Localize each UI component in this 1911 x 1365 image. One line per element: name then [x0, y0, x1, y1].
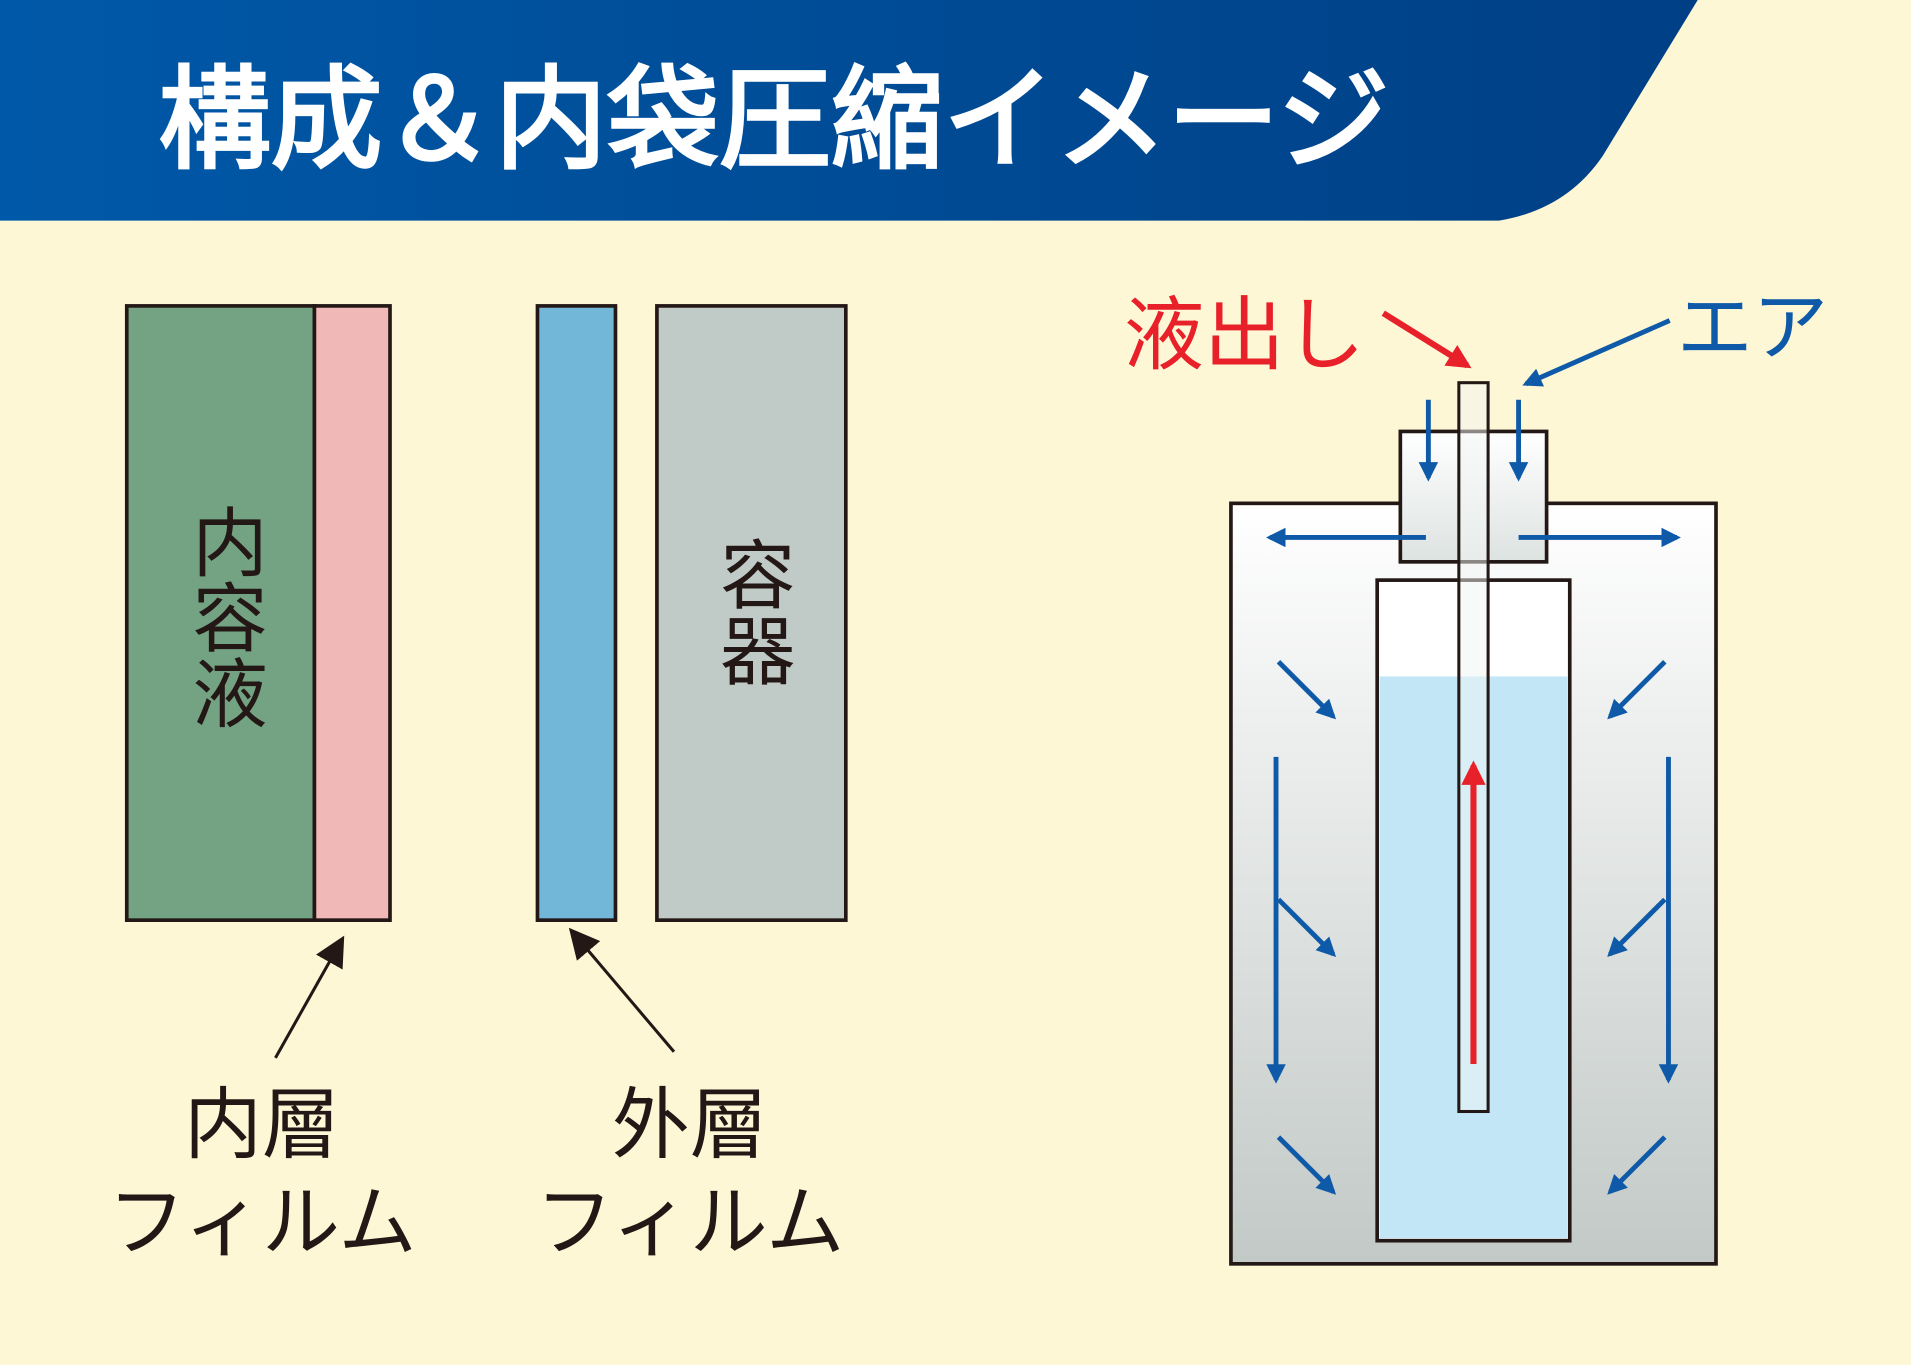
contents-block [124, 304, 317, 922]
air-flow-arrows [1266, 318, 1681, 1195]
contents-label: 内容液 [179, 503, 267, 730]
inner-film-pointer [274, 935, 345, 1059]
container-label: 容器 [707, 536, 795, 687]
liquid-flow-arrows [1381, 310, 1486, 1064]
compression-diagram [1229, 381, 1718, 1266]
outer-film-block [535, 304, 618, 922]
inner-film-label-2: フィルム [108, 1178, 417, 1268]
outer-film-label-2: フィルム [535, 1178, 844, 1268]
air-label: エア [1677, 283, 1828, 371]
inner-film-block [312, 304, 392, 922]
container-block [655, 304, 848, 922]
inner-film-label-1: 内層 [184, 1081, 340, 1171]
outer-film-pointer [568, 927, 676, 1053]
liquid-out-label: 液出し [1124, 288, 1365, 382]
header-banner: 構成＆内袋圧縮イメージ [0, 0, 1698, 221]
outer-film-label-1: 外層 [612, 1081, 768, 1171]
page-title: 構成＆内袋圧縮イメージ [158, 55, 1389, 185]
layer-structure-diagram [124, 304, 848, 1059]
